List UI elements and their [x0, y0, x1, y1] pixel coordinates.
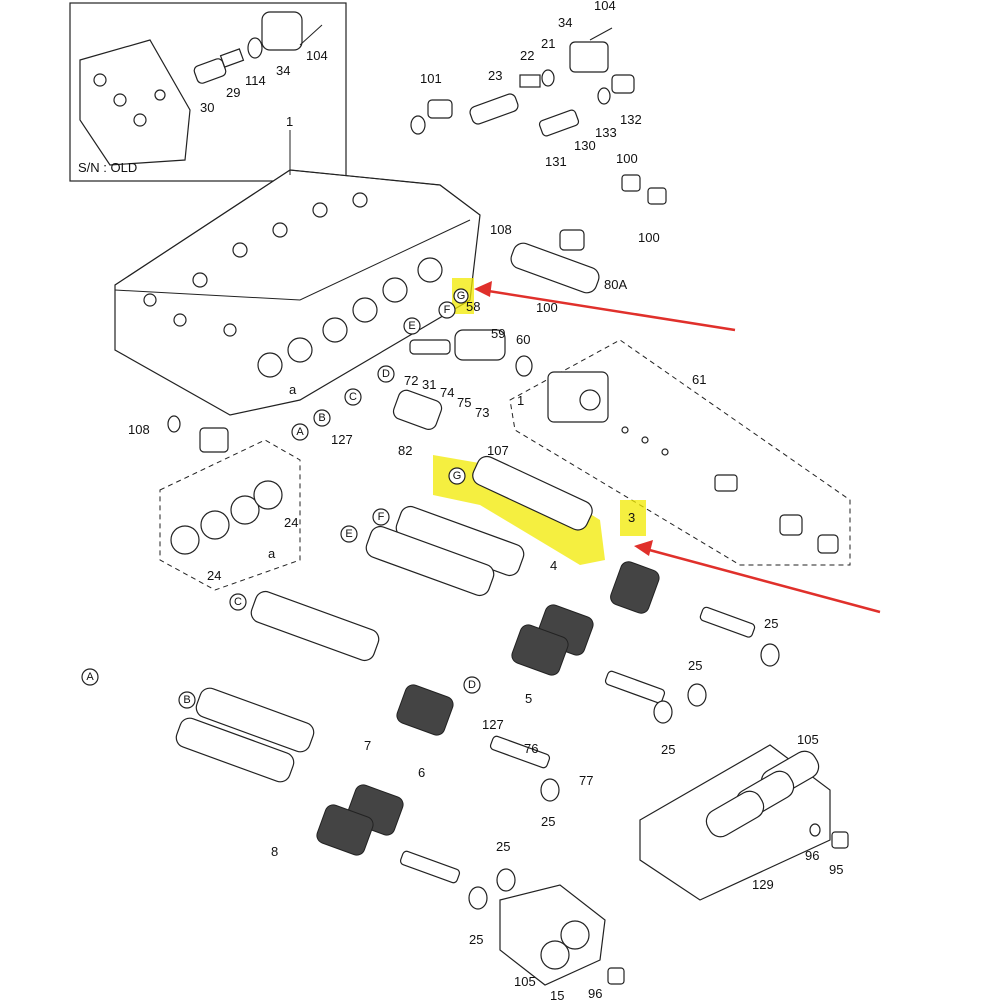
- marker-f-spool: F: [378, 511, 385, 523]
- marker-c-spool: C: [234, 596, 242, 608]
- label-61: 61: [692, 372, 706, 387]
- label-76: 76: [524, 741, 538, 756]
- label-1-sub: 1: [517, 393, 524, 408]
- parts-59-60: 59 60: [454, 326, 533, 377]
- label-130: 130: [574, 138, 596, 153]
- label-104: 104: [594, 0, 616, 13]
- plug-58-highlighted: 58 100: [452, 278, 558, 315]
- label-a-bottom: a: [268, 546, 276, 561]
- label-25-a: 25: [764, 616, 778, 631]
- label-21: 21: [541, 36, 555, 51]
- label-25-b: 25: [688, 658, 702, 673]
- label-60: 60: [516, 332, 530, 347]
- middle-small-parts: 72 31 74 75 73 127 82: [331, 339, 489, 458]
- circled-markers: A B C D E F G G F E C A B D: [81, 290, 481, 709]
- label-4: 4: [550, 558, 557, 573]
- label-133: 133: [595, 125, 617, 140]
- label-100-a: 100: [616, 151, 638, 166]
- label-74: 74: [440, 385, 454, 400]
- marker-d-spool: D: [468, 679, 476, 691]
- marker-c-body: C: [349, 391, 357, 403]
- marker-a-spool: A: [86, 671, 94, 683]
- label-59: 59: [491, 326, 505, 341]
- label-7: 7: [364, 738, 371, 753]
- label-75: 75: [457, 395, 471, 410]
- marker-b-body: B: [318, 412, 325, 424]
- label-95: 95: [829, 862, 843, 877]
- label-82: 82: [398, 443, 412, 458]
- label-72: 72: [404, 373, 418, 388]
- label-8: 8: [271, 844, 278, 859]
- label-105-a: 105: [797, 732, 819, 747]
- label-105-b: 105: [514, 974, 536, 989]
- inset-old-version: S/N : OLD 30 29 114 34 104: [69, 2, 347, 182]
- label-58: 58: [466, 299, 480, 314]
- left-parts: 108 a 24 24 a: [128, 382, 301, 591]
- label-34: 34: [558, 15, 572, 30]
- label-6: 6: [418, 765, 425, 780]
- cover-15: 25 25 105 15 96: [469, 839, 625, 1000]
- label-73: 73: [475, 405, 489, 420]
- label-23: 23: [488, 68, 502, 83]
- marker-e-spool: E: [345, 528, 352, 540]
- label-25-d: 25: [541, 814, 555, 829]
- label-101: 101: [420, 71, 442, 86]
- label-15: 15: [550, 988, 564, 1000]
- inset-part-30: 30: [200, 100, 214, 115]
- label-5: 5: [525, 691, 532, 706]
- marker-e-body: E: [408, 320, 415, 332]
- inset-sn-label: S/N : OLD: [78, 160, 137, 175]
- label-3: 3: [628, 510, 635, 525]
- top-right-parts: 104 34 21 22 23 101 132 133 130 131 100 …: [410, 0, 667, 294]
- label-131: 131: [545, 154, 567, 169]
- marker-d-body: D: [382, 368, 390, 380]
- marker-g-spool: G: [453, 470, 462, 482]
- spools-springs: 4 25 25 25 25 5 127 76 77 6 7 8: [175, 505, 780, 910]
- label-24-a: 24: [284, 515, 298, 530]
- subassembly-61: 61 1 107: [487, 339, 851, 566]
- label-132: 132: [620, 112, 642, 127]
- label-100-b: 100: [638, 230, 660, 245]
- label-127-bottom: 127: [482, 717, 504, 732]
- label-1: 1: [286, 114, 293, 129]
- label-25-c: 25: [661, 742, 675, 757]
- inset-part-34: 34: [276, 63, 290, 78]
- red-arrows: [474, 281, 881, 614]
- label-25-e: 25: [496, 839, 510, 854]
- label-107: 107: [487, 443, 509, 458]
- cover-129: 105 96 95 129: [639, 732, 849, 901]
- marker-a-body: A: [296, 426, 304, 438]
- label-24-b: 24: [207, 568, 221, 583]
- label-80a: 80A: [604, 277, 627, 292]
- marker-b-spool: B: [183, 694, 190, 706]
- label-108-left: 108: [128, 422, 150, 437]
- inset-part-29: 29: [226, 85, 240, 100]
- inset-part-104: 104: [306, 48, 328, 63]
- label-96-b: 96: [588, 986, 602, 1000]
- label-77: 77: [579, 773, 593, 788]
- label-100-c: 100: [536, 300, 558, 315]
- label-a-top: a: [289, 382, 297, 397]
- marker-g-body: G: [457, 290, 466, 302]
- label-25-f: 25: [469, 932, 483, 947]
- spool-3-highlighted: 3: [433, 455, 646, 565]
- label-127-top: 127: [331, 432, 353, 447]
- label-108-top: 108: [490, 222, 512, 237]
- label-96-a: 96: [805, 848, 819, 863]
- marker-f-body: F: [444, 304, 451, 316]
- label-31: 31: [422, 377, 436, 392]
- inset-part-114: 114: [245, 73, 266, 88]
- label-22: 22: [520, 48, 534, 63]
- label-129: 129: [752, 877, 774, 892]
